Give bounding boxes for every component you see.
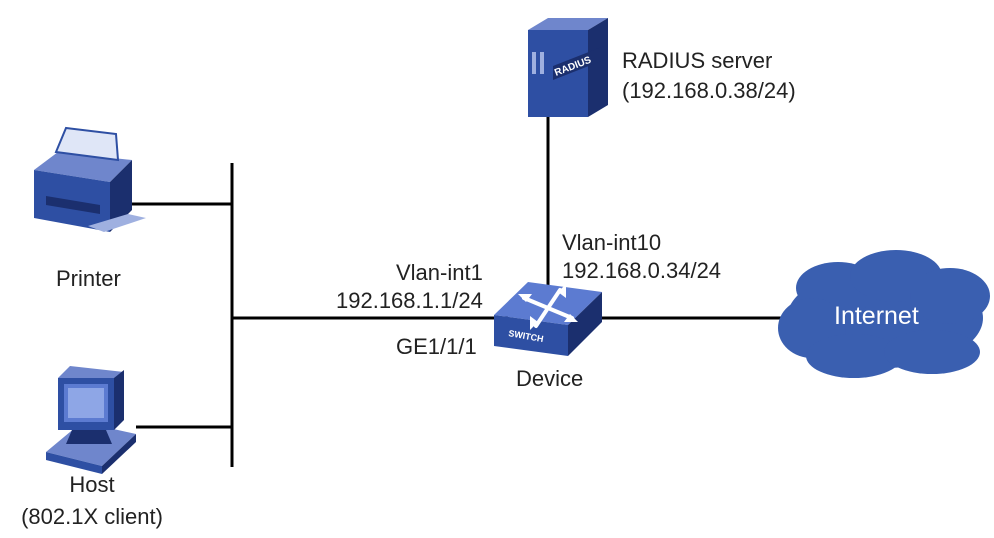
- top-interface-ip: 192.168.0.34/24: [562, 258, 722, 283]
- port-label: GE1/1/1: [396, 334, 477, 359]
- cloud-icon: [778, 250, 990, 378]
- top-interface-name: Vlan-int10: [562, 230, 662, 255]
- device-label: Device: [516, 366, 584, 391]
- internet-label: Internet: [834, 302, 919, 330]
- radius-server-ip: (192.168.0.38/24): [622, 78, 796, 103]
- server-icon: RADIUS: [528, 18, 608, 117]
- radius-server-name: RADIUS server: [622, 48, 773, 73]
- desktop-computer-icon: [46, 366, 136, 474]
- left-interface-name: Vlan-int1: [396, 260, 483, 285]
- printer-icon: [34, 126, 146, 232]
- switch-icon: SWITCH: [494, 282, 602, 356]
- links: [128, 115, 790, 467]
- printer-label: Printer: [56, 266, 121, 291]
- host-label: Host: [69, 472, 115, 497]
- left-interface-ip: 192.168.1.1/24: [336, 288, 483, 313]
- host-subtitle: (802.1X client): [21, 504, 163, 529]
